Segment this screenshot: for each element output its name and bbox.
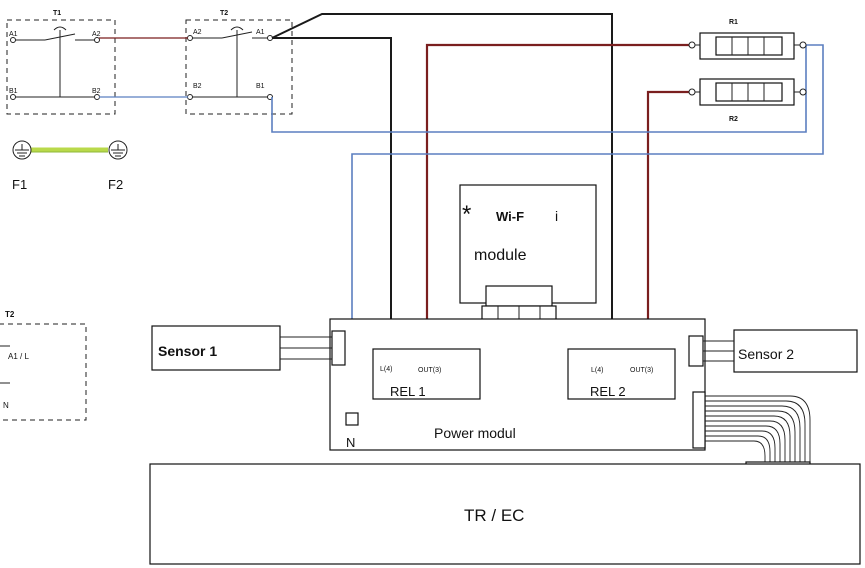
t2-b1-label: B1 [256,83,265,90]
sensor2-box [733,329,858,373]
f1-label: F1 [12,177,27,192]
sensor1-box [151,325,281,371]
tr-ec-label: TR / EC [464,506,524,525]
r2-label: R2 [729,116,738,123]
wifi-label-line2: module [474,247,527,264]
rel1-l-label: L(4) [380,366,392,373]
ribbon-cable [692,391,811,473]
rel2-name: REL 2 [590,384,626,399]
t2-switch-mechanism [187,26,273,100]
wifi-label-line1: Wi-F [496,209,524,224]
rel2-out-label: OUT(3) [630,367,653,374]
t1-label: T1 [53,10,61,17]
legend-t2-box [0,323,87,421]
wire-brown-r1 [425,43,690,348]
rel1-name: REL 1 [390,384,426,399]
sensor2-cable [688,335,734,367]
power-module-label: Power modul [434,425,516,441]
resistor-r2 [688,78,807,106]
t1-a1-label: A1 [9,31,18,38]
tr-ec-box [149,463,861,565]
legend-a1l-label: A1 / L [8,352,29,361]
t1-b1-label: B1 [9,88,18,95]
f2-label: F2 [108,177,123,192]
t2-b2-label: B2 [193,83,202,90]
earth-connection [12,140,128,160]
t2-a1-label: A1 [256,29,265,36]
sensor1-label: Sensor 1 [158,343,217,359]
t2-switch-box [185,19,293,115]
wire-blue-neutral [351,44,824,412]
sensor1-cable [280,330,346,366]
neutral-terminal [345,412,359,426]
resistor-r1 [688,32,807,60]
rel1-box [372,348,481,400]
wire-black-rel2 [271,13,613,348]
legend-n-label: N [3,401,9,410]
wire-blue-t2-r [271,92,807,133]
wire-brown-r2 [646,90,690,348]
wifi-star: * [462,201,471,228]
rel2-l-label: L(4) [591,367,603,374]
r1-label: R1 [729,19,738,26]
wire-black-rel1 [272,37,392,348]
sensor2-label: Sensor 2 [738,346,794,362]
rel1-out-label: OUT(3) [418,367,441,374]
legend-t2-label: T2 [5,310,15,319]
t2-label: T2 [220,10,228,17]
t1-switch-box [6,19,116,115]
rel2-box [567,348,676,400]
t2-a2-label: A2 [193,29,202,36]
wifi-module-box [459,184,597,304]
t1-b2-label: B2 [92,88,101,95]
neutral-label: N [346,435,355,450]
t1-switch-mechanism [10,26,100,100]
t1-a2-label: A2 [92,31,101,38]
wifi-label-i: i [555,208,558,224]
